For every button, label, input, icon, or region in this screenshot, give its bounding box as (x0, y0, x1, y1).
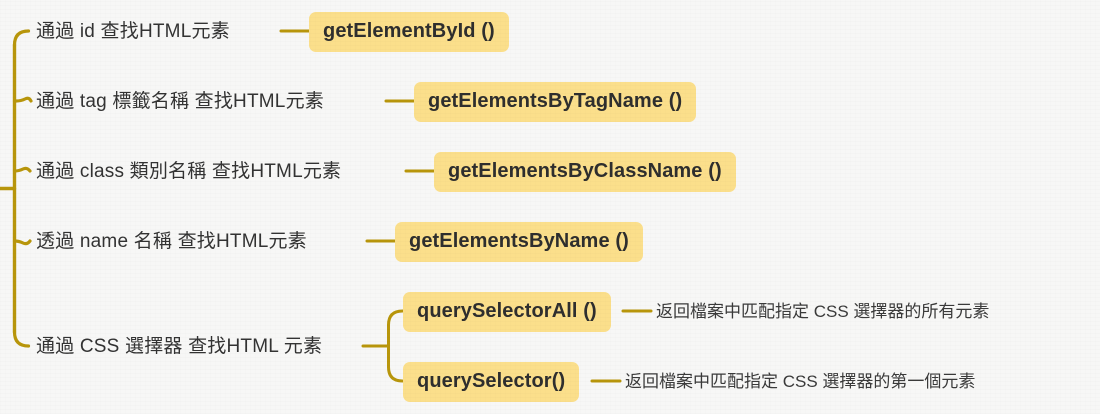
branch-curve-5 (12, 330, 31, 348)
branch-label-by-css-selector: 通過 CSS 選擇器 查找HTML 元素 (36, 336, 323, 357)
sub-branch-curve-1 (387, 309, 404, 327)
branch-curve-4 (12, 239, 32, 246)
method-chip-query-selector[interactable]: querySelector() (403, 362, 580, 402)
method-chip-get-elements-by-name[interactable]: getElementsByName () (395, 222, 643, 262)
branch-label-by-class-name: 通過 class 類別名稱 查找HTML元素 (36, 161, 342, 182)
method-chip-get-elements-by-tag-name[interactable]: getElementsByTagName () (414, 82, 697, 122)
method-chip-query-selector-all[interactable]: querySelectorAll () (403, 292, 611, 332)
sub-branch-curve-2 (387, 365, 404, 383)
branch-label-by-name: 透過 name 名稱 查找HTML元素 (36, 231, 307, 252)
branch-curve-2 (12, 96, 33, 103)
branch-label-by-id: 通過 id 查找HTML元素 (36, 21, 230, 42)
branch-curve-3 (12, 166, 32, 173)
description-query-selector-all: 返回檔案中匹配指定 CSS 選擇器的所有元素 (656, 302, 990, 321)
description-query-selector: 返回檔案中匹配指定 CSS 選擇器的第一個元素 (625, 372, 976, 391)
branch-label-by-tag-name: 通過 tag 標籤名稱 查找HTML元素 (36, 91, 324, 112)
method-chip-get-element-by-id[interactable]: getElementById () (309, 12, 509, 52)
branch-curve-1 (12, 29, 31, 47)
method-chip-get-elements-by-class-name[interactable]: getElementsByClassName () (434, 152, 736, 192)
